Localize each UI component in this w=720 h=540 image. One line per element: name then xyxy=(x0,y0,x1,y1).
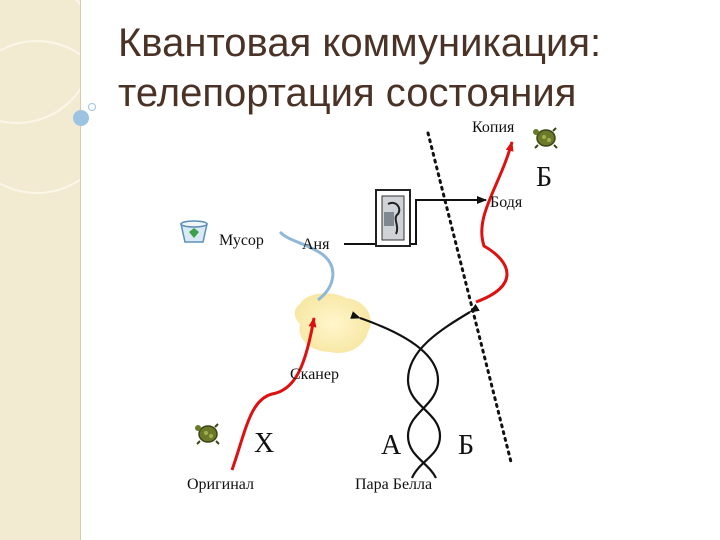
fax-machine-icon xyxy=(375,189,411,247)
boundary-dotted-line xyxy=(426,131,513,464)
sidebar-decoration xyxy=(0,0,81,540)
turtle-icon-copy xyxy=(533,127,558,149)
bob-label: Бодя xyxy=(490,194,523,211)
recycle-bin-icon xyxy=(180,220,208,243)
turtle-icon-original xyxy=(195,423,220,445)
classical-channel-arrow xyxy=(410,196,487,245)
trash-label: Мусор xyxy=(219,232,264,249)
bob-side-label: Б xyxy=(536,162,553,193)
original-state-path xyxy=(230,317,317,471)
bob-bottom-label: Б xyxy=(458,430,475,461)
decor-dot-large xyxy=(73,110,89,126)
title-line-1: Квантовая коммуникация: xyxy=(118,21,602,65)
original-label: Оригинал xyxy=(187,476,255,493)
anya-label: Аня xyxy=(302,236,330,253)
page-title: Квантовая коммуникация: телепортация сос… xyxy=(118,18,698,118)
state-x-label: X xyxy=(254,428,275,459)
copy-state-path xyxy=(475,141,514,304)
scrambled-state-path xyxy=(278,230,335,302)
title-line-2: телепортация состояния xyxy=(118,71,577,115)
copy-label: Копия xyxy=(472,119,515,136)
bell-pair-strand-2 xyxy=(350,311,440,479)
bell-pair-strand-1 xyxy=(406,303,480,479)
scanner-flash xyxy=(294,293,371,354)
scanner-label: Сканер xyxy=(290,366,339,383)
decor-dot-small xyxy=(88,103,96,111)
bell-pair-label: Пара Белла xyxy=(355,476,433,493)
alice-side-label: A xyxy=(381,430,402,461)
